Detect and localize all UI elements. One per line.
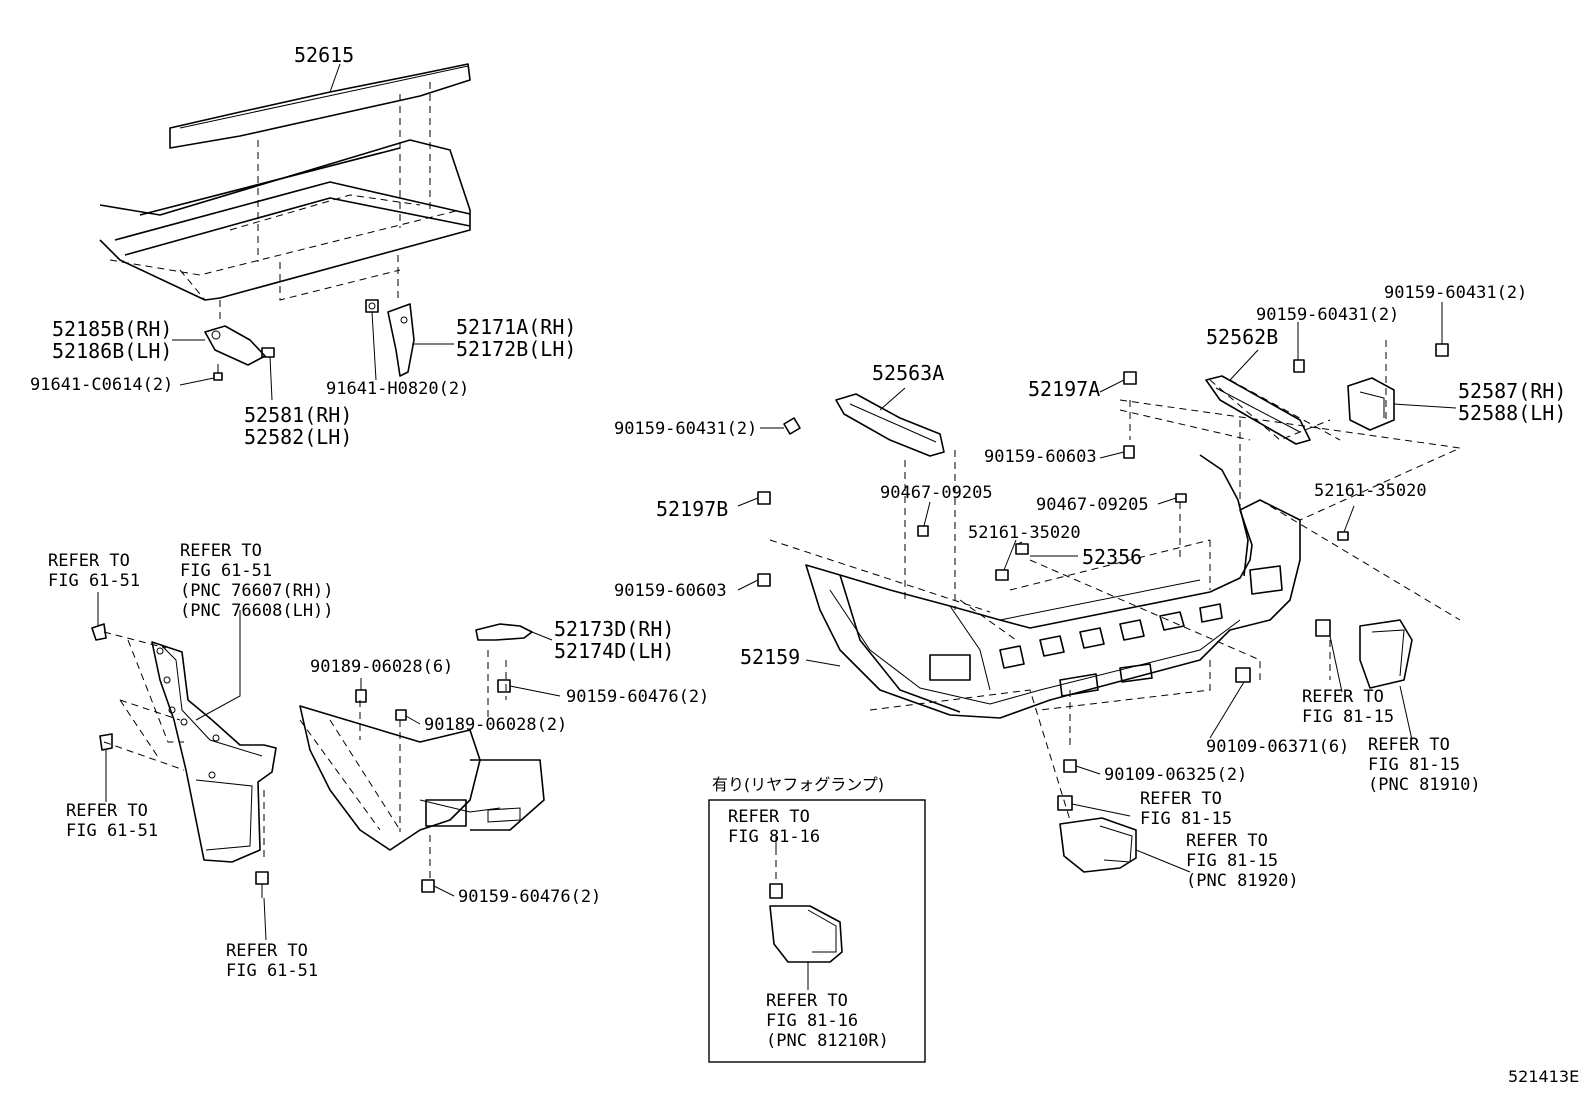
ref-81-16-b-line2: FIG 81-16 — [766, 1011, 858, 1031]
label-52174d: 52174D(LH) — [554, 639, 674, 663]
reflex-lamp-rh — [1359, 619, 1413, 689]
ref-81-15-a-line1: REFER TO — [1302, 687, 1384, 707]
label-52173d: 52173D(RH) — [554, 617, 674, 641]
label-52197b: 52197B — [656, 497, 728, 521]
label-90109-06325: 90109-06325(2) — [1104, 765, 1247, 785]
label-52582: 52582(LH) — [244, 425, 352, 449]
ref-81-15-b-line1: REFER TO — [1368, 735, 1450, 755]
label-52588: 52588(LH) — [1458, 401, 1566, 425]
label-52581: 52581(RH) — [244, 403, 352, 427]
ref-81-15-b-line2: FIG 81-15 — [1368, 755, 1460, 775]
ref-61-51-b-line1: REFER TO — [180, 541, 262, 561]
ref-61-51-c-line1: REFER TO — [66, 801, 148, 821]
label-90467-09205-b: 90467-09205 — [1036, 495, 1149, 515]
label-91641-c0614: 91641-C0614(2) — [30, 375, 173, 395]
label-91641-h0820: 91641-H0820(2) — [326, 379, 469, 399]
ref-61-51-a-line1: REFER TO — [48, 551, 130, 571]
ref-81-16-a-line2: FIG 81-16 — [728, 827, 820, 847]
label-52159: 52159 — [740, 645, 800, 669]
rear-bumper-cover — [769, 340, 1462, 821]
label-52172b: 52172B(LH) — [456, 337, 576, 361]
reflex-lamp-lh — [1059, 817, 1137, 873]
leader-lines — [97, 63, 1457, 990]
label-52161-35020-a: 52161-35020 — [1314, 481, 1427, 501]
ref-81-16-a-line1: REFER TO — [728, 807, 810, 827]
ref-61-51-a-line2: FIG 61-51 — [48, 571, 140, 591]
ref-81-15-d-line2: FIG 81-15 — [1186, 851, 1278, 871]
ref-81-15-d-line1: REFER TO — [1186, 831, 1268, 851]
bumper-retainers — [757, 343, 1449, 811]
label-90159-60431-c: 90159-60431(2) — [1384, 283, 1527, 303]
label-90189-06028-b: 90189-06028(2) — [424, 715, 567, 735]
label-90159-60476-a: 90159-60476(2) — [566, 687, 709, 707]
label-52186b: 52186B(LH) — [52, 339, 172, 363]
ref-81-15-c-line2: FIG 81-15 — [1140, 809, 1232, 829]
rear-fog-lamp-box — [708, 799, 926, 1063]
label-90159-60476-b: 90159-60476(2) — [458, 887, 601, 907]
ref-61-51-c-line2: FIG 61-51 — [66, 821, 158, 841]
label-52587: 52587(RH) — [1458, 379, 1566, 403]
label-52356: 52356 — [1082, 545, 1142, 569]
mudguard-assembly — [91, 623, 277, 898]
ref-81-15-b-line3: (PNC 81910) — [1368, 775, 1481, 795]
reinforcement-assembly — [99, 63, 471, 381]
fog-lamp-box-title: 有り(リヤフォグランプ) — [712, 775, 884, 794]
ref-61-51-b-line2: FIG 61-51 — [180, 561, 272, 581]
ref-61-51-b-line3: (PNC 76607(RH)) — [180, 581, 334, 601]
label-90159-60603-a: 90159-60603 — [984, 447, 1097, 467]
bumper-side-view — [299, 623, 545, 893]
ref-81-16-b-line1: REFER TO — [766, 991, 848, 1011]
ref-61-51-d-line1: REFER TO — [226, 941, 308, 961]
label-52562b: 52562B — [1206, 325, 1278, 349]
ref-61-51-d-line2: FIG 61-51 — [226, 961, 318, 981]
label-90467-09205-a: 90467-09205 — [880, 483, 993, 503]
label-52161-35020-b: 52161-35020 — [968, 523, 1081, 543]
label-52185b: 52185B(RH) — [52, 317, 172, 341]
ref-61-51-b-line4: (PNC 76608(LH)) — [180, 601, 334, 621]
label-90159-60431-a: 90159-60431(2) — [614, 419, 757, 439]
label-90109-06371: 90109-06371(6) — [1206, 737, 1349, 757]
diagram-id: 521413E — [1508, 1067, 1579, 1086]
label-52563a: 52563A — [872, 361, 944, 385]
label-52197a: 52197A — [1028, 377, 1100, 401]
ref-81-16-b-line3: (PNC 81210R) — [766, 1031, 889, 1051]
ref-81-15-a-line2: FIG 81-15 — [1302, 707, 1394, 727]
label-52171a: 52171A(RH) — [456, 315, 576, 339]
ref-81-15-c-line1: REFER TO — [1140, 789, 1222, 809]
label-52615: 52615 — [294, 43, 354, 67]
part-labels: 52615 52185B(RH) 52186B(LH) 91641-C0614(… — [30, 43, 1579, 1086]
label-90189-06028-a: 90189-06028(6) — [310, 657, 453, 677]
label-90159-60431-b: 90159-60431(2) — [1256, 305, 1399, 325]
ref-81-15-d-line3: (PNC 81920) — [1186, 871, 1299, 891]
label-90159-60603-b: 90159-60603 — [614, 581, 727, 601]
